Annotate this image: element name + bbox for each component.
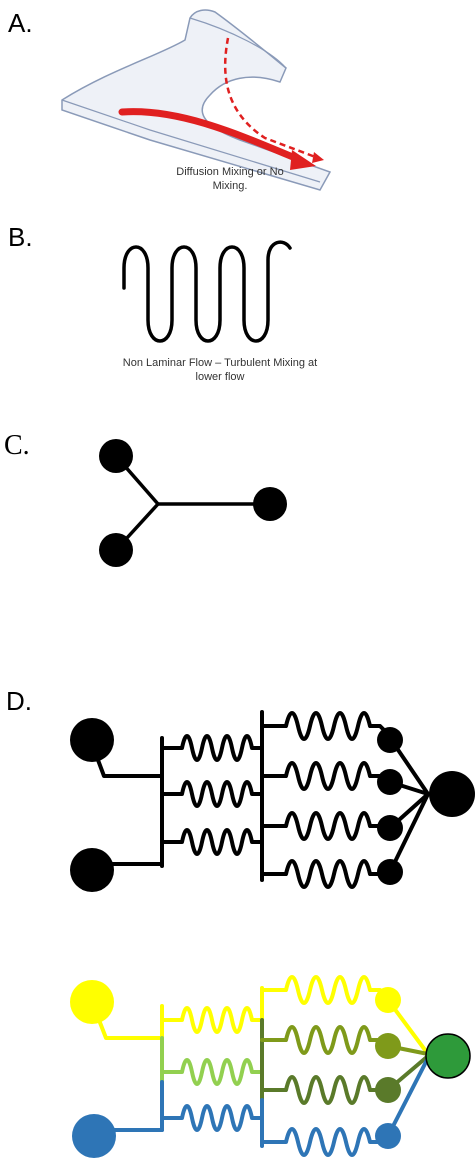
solid-flow-arrow	[118, 108, 304, 164]
panel-a-caption-line1: Diffusion Mixing or No	[176, 166, 284, 178]
panel-b-label: B.	[8, 222, 33, 252]
panel-a-caption-line2: Mixing.	[212, 180, 248, 192]
d-chamber-3	[377, 815, 403, 841]
panel-d-label: D.	[6, 686, 32, 716]
d-inlet-top	[70, 718, 114, 762]
color-inlet-blue	[72, 1114, 116, 1158]
inlet-bottom	[99, 533, 133, 567]
panel-b-caption-line1: Non Laminar Flow – Turbulent Mixing at	[122, 357, 318, 369]
d-chamber-2	[377, 769, 403, 795]
dashed-flow-arrow	[223, 37, 319, 160]
panel-b-caption-line2: lower flow	[195, 371, 245, 383]
panel-a-channel-illustration	[61, 9, 332, 191]
d-chamber-1	[377, 727, 403, 753]
panel-d-mixer-network-color	[70, 975, 471, 1158]
panel-a-label: A.	[8, 8, 33, 38]
color-chamber-3	[375, 1077, 401, 1103]
d-inlet-bottom	[70, 848, 114, 892]
color-outlet-green	[425, 1033, 471, 1079]
inlet-top	[99, 439, 133, 473]
color-inlet-yellow	[70, 980, 114, 1024]
panel-d-mixer-network-black	[70, 710, 475, 892]
panel-b-serpentine	[122, 240, 292, 343]
panel-b-caption: Non Laminar Flow – Turbulent Mixing at l…	[90, 356, 350, 384]
d-chamber-4	[377, 859, 403, 885]
outlet	[253, 487, 287, 521]
color-chamber-1	[375, 987, 401, 1013]
d-outlet	[429, 771, 475, 817]
panel-a-caption: Diffusion Mixing or No Mixing.	[160, 165, 300, 193]
color-chamber-2	[375, 1033, 401, 1059]
panel-c-y-junction	[99, 439, 287, 567]
channel-outline	[61, 9, 332, 191]
color-chamber-4	[375, 1123, 401, 1149]
panel-c-label: C.	[4, 430, 30, 461]
